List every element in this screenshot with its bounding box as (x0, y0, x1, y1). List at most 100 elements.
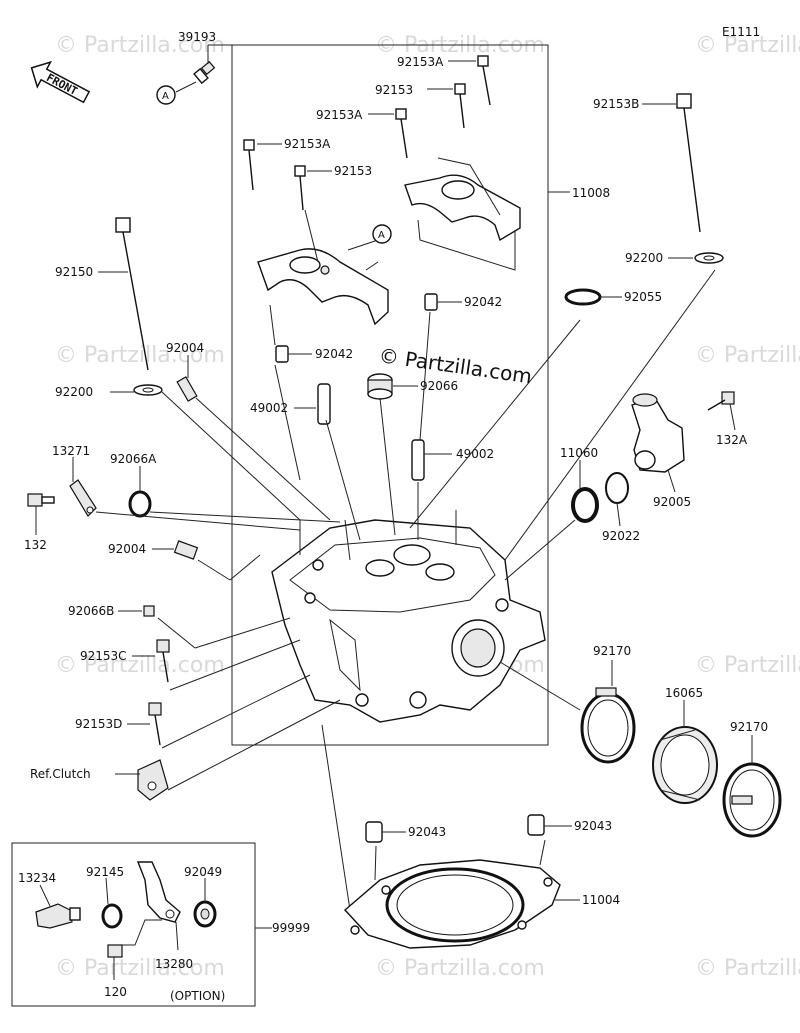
watermark: © Partzilla.com (695, 343, 800, 368)
part-92004-upper[interactable] (176, 355, 198, 402)
part-92005[interactable] (631, 393, 685, 493)
watermark: © Partzilla.com (695, 956, 800, 981)
label-92022: 92022 (602, 529, 640, 543)
part-92153B[interactable] (642, 93, 701, 233)
label-92200-2: 92200 (625, 251, 663, 265)
part-92004-lower[interactable] (152, 540, 199, 560)
label-132A: 132A (716, 433, 748, 447)
watermark: © Partzilla.com (55, 956, 225, 981)
option-label: (OPTION) (170, 989, 225, 1003)
part-92200-left[interactable] (110, 384, 163, 396)
part-92043-left[interactable] (365, 821, 406, 843)
ref-a-marker-2: A (347, 224, 392, 251)
label-92055: 92055 (624, 290, 662, 304)
label-92004-1: 92004 (166, 341, 204, 355)
label-132: 132 (24, 538, 47, 552)
part-92022[interactable] (605, 472, 629, 527)
part-92150[interactable] (98, 217, 149, 371)
label-92200-1: 92200 (55, 385, 93, 399)
part-92055[interactable] (564, 288, 622, 306)
assembly-frame (231, 44, 570, 746)
part-92043-right[interactable] (527, 814, 572, 836)
part-132A[interactable] (707, 391, 736, 431)
part-92042-upper[interactable] (424, 293, 462, 311)
label-92066A: 92066A (110, 452, 157, 466)
label-99999: 99999 (272, 921, 310, 935)
label-11060: 11060 (560, 446, 598, 460)
label-92005: 92005 (653, 495, 691, 509)
part-132[interactable] (27, 493, 55, 535)
label-92153-1: 92153 (375, 83, 413, 97)
front-arrow-icon: FRONT (30, 60, 91, 104)
ref-a-text: A (162, 91, 169, 102)
watermark: © Partzilla.com (55, 343, 225, 368)
part-92170-left[interactable] (580, 660, 636, 764)
cylinder-head[interactable] (271, 510, 546, 723)
ref-a-text-2: A (378, 230, 385, 241)
part-92145[interactable] (101, 877, 123, 929)
label-13271: 13271 (52, 444, 90, 458)
label-92043-1: 92043 (408, 825, 446, 839)
part-49002-right[interactable] (411, 439, 452, 481)
part-39193[interactable]: A (156, 44, 232, 105)
label-92145: 92145 (86, 865, 124, 879)
label-92153A-2: 92153A (316, 108, 363, 122)
label-11004: 11004 (582, 893, 620, 907)
label-92066B: 92066B (68, 604, 114, 618)
label-92153-2: 92153 (334, 164, 372, 178)
label-92042-2: 92042 (315, 347, 353, 361)
camshaft-cap-right[interactable] (404, 157, 521, 271)
label-92153A-3: 92153A (284, 137, 331, 151)
part-49002-left[interactable] (294, 383, 331, 425)
ref-clutch-bracket[interactable] (115, 759, 169, 801)
watermark-layer: © Partzilla.com © Partzilla.com © Partzi… (55, 33, 800, 981)
camshaft-cap-bolts[interactable] (243, 55, 491, 211)
watermark: © Partzilla.com (375, 956, 545, 981)
label-92153B: 92153B (593, 97, 639, 111)
label-92170-2: 92170 (730, 720, 768, 734)
label-92004-2: 92004 (108, 542, 146, 556)
watermark: © Partzilla.com (695, 653, 800, 678)
part-13280[interactable] (118, 861, 181, 951)
part-92066A[interactable] (128, 466, 152, 518)
part-92170-right[interactable] (722, 735, 782, 838)
part-92066[interactable] (367, 373, 418, 400)
part-92153D[interactable] (127, 702, 162, 746)
label-92170-1: 92170 (593, 644, 631, 658)
label-49002-1: 49002 (250, 401, 288, 415)
label-92153A-1: 92153A (397, 55, 444, 69)
label-11008: 11008 (572, 186, 610, 200)
label-13280: 13280 (155, 957, 193, 971)
leader-lines (95, 269, 716, 911)
diagram-code: E1111 (722, 25, 760, 39)
label-120: 120 (104, 985, 127, 999)
front-label: FRONT (44, 71, 80, 98)
watermark: © Partzilla.com (55, 653, 225, 678)
part-92153C[interactable] (132, 639, 170, 683)
label-49002-2: 49002 (456, 447, 494, 461)
part-13271[interactable] (69, 457, 97, 517)
option-kit-box: 99999 (OPTION) 13234 92145 13280 92049 (11, 842, 310, 1007)
part-16065[interactable] (652, 700, 718, 804)
camshaft-cap-left[interactable] (257, 209, 389, 346)
watermark: © Partzilla.com (55, 33, 225, 58)
label-92153D: 92153D (75, 717, 122, 731)
part-92200-right[interactable] (668, 252, 724, 264)
label-92066: 92066 (420, 379, 458, 393)
part-13234[interactable] (35, 884, 81, 929)
part-92042-lower[interactable] (275, 345, 312, 363)
part-120[interactable] (107, 944, 123, 980)
label-92150: 92150 (55, 265, 93, 279)
part-11004[interactable] (343, 839, 580, 949)
part-92066B[interactable] (118, 605, 155, 617)
label-92042-1: 92042 (464, 295, 502, 309)
label-92153C: 92153C (80, 649, 127, 663)
label-92049: 92049 (184, 865, 222, 879)
label-13234: 13234 (18, 871, 56, 885)
ref-a-marker (156, 85, 176, 105)
part-92049[interactable] (193, 878, 217, 928)
part-11060[interactable] (571, 460, 599, 523)
label-92043-2: 92043 (574, 819, 612, 833)
watermark: © Partzilla.com (695, 33, 800, 58)
